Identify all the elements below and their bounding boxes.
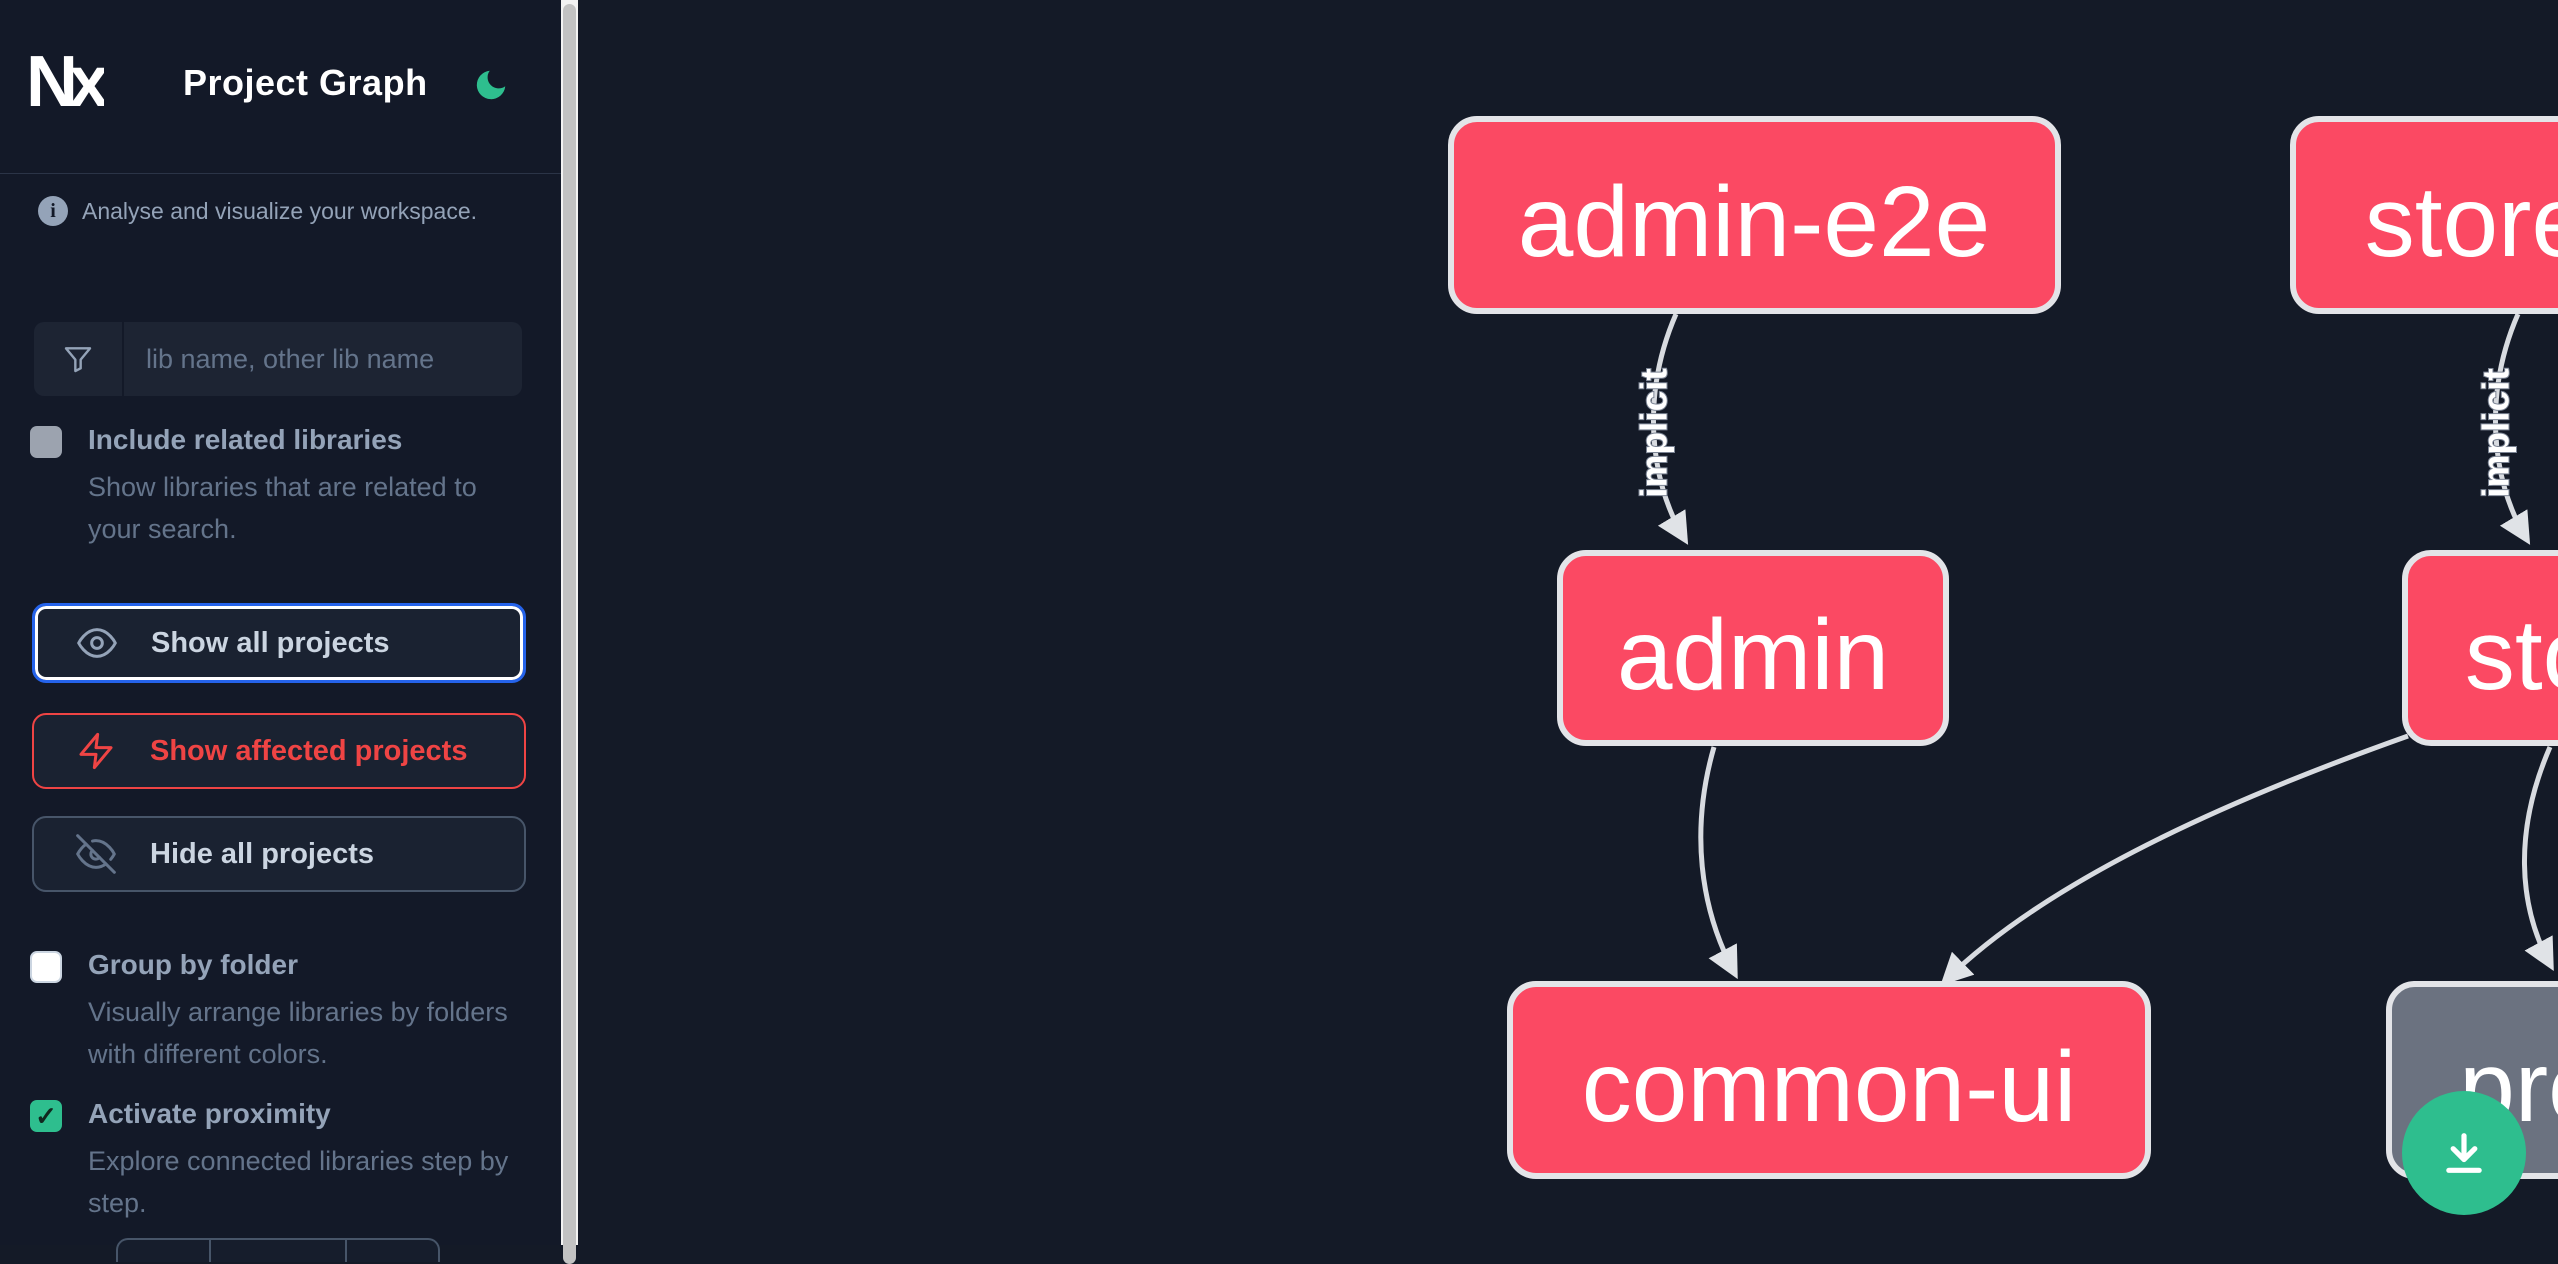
group-by-folder-checkbox[interactable] [30,951,62,983]
page-title: Project Graph [183,62,428,104]
node-store[interactable]: store [2405,553,2558,743]
graph-canvas[interactable]: implicit implicit admin-e2e store-e2e ad… [578,0,2558,1245]
include-related-description: Show libraries that are related to your … [88,466,530,550]
scrollbar-thumb[interactable] [563,4,576,1264]
show-all-projects-label: Show all projects [151,627,390,660]
node-label: store-e2e [2365,166,2558,278]
filter-funnel-icon [62,343,94,375]
node-label: store [2465,599,2558,711]
hide-all-projects-label: Hide all projects [150,838,374,871]
search-box [34,322,522,396]
hide-all-projects-button[interactable]: Hide all projects [32,816,526,892]
node-store-e2e[interactable]: store-e2e [2293,119,2558,311]
sidebar: Nx Project Graph i Analyse and visualize… [0,0,561,1245]
include-related-label[interactable]: Include related libraries [88,424,530,456]
node-common-ui[interactable]: common-ui [1510,984,2148,1176]
proximity-value [211,1240,347,1262]
svg-text:Nx: Nx [30,50,104,112]
sidebar-header: Nx Project Graph [0,0,561,174]
activate-proximity-checkbox[interactable]: ✓ [30,1100,62,1132]
show-affected-projects-label: Show affected projects [150,735,467,768]
project-graph-svg: implicit implicit admin-e2e store-e2e ad… [578,0,2558,1245]
info-icon: i [38,196,68,226]
proximity-stepper[interactable] [116,1238,440,1262]
download-graph-button[interactable] [2402,1091,2526,1215]
group-by-folder-description: Visually arrange libraries by folders wi… [88,991,530,1075]
node-label: admin-e2e [1518,166,1991,278]
show-all-projects-button[interactable]: Show all projects [32,603,526,683]
sidebar-scrollbar[interactable] [561,0,578,1245]
proximity-increment-button[interactable] [347,1240,438,1262]
theme-toggle-moon-icon[interactable] [472,66,510,104]
node-admin[interactable]: admin [1560,553,1946,743]
filter-icon-cell [34,322,124,396]
group-by-folder-label[interactable]: Group by folder [88,949,530,981]
download-icon [2438,1127,2490,1179]
include-related-option: Include related libraries Show libraries… [30,424,530,550]
node-label: common-ui [1582,1031,2077,1143]
workspace-info-row: i Analyse and visualize your workspace. [38,196,477,226]
edge-store-to-common-ui[interactable] [1946,736,2408,980]
edge-label-implicit: implicit [2476,368,2517,498]
workspace-tagline: Analyse and visualize your workspace. [82,198,477,225]
node-label: admin [1617,599,1889,711]
nx-logo: Nx [30,50,104,112]
show-affected-projects-button[interactable]: Show affected projects [32,713,526,789]
activate-proximity-option: ✓ Activate proximity Explore connected l… [30,1098,530,1224]
activate-proximity-label[interactable]: Activate proximity [88,1098,530,1130]
activate-proximity-description: Explore connected libraries step by step… [88,1140,530,1224]
eye-off-icon [76,834,116,874]
group-by-folder-option: Group by folder Visually arrange librari… [30,949,530,1075]
node-admin-e2e[interactable]: admin-e2e [1451,119,2058,311]
eye-icon [77,623,117,663]
search-input[interactable] [124,322,522,396]
proximity-decrement-button[interactable] [118,1240,211,1262]
edge-admin-to-common-ui[interactable] [1701,747,1734,972]
edge-label-implicit: implicit [1634,368,1675,498]
include-related-checkbox[interactable] [30,426,62,458]
bolt-icon [76,731,116,771]
edge-store-to-products[interactable] [2524,747,2550,964]
